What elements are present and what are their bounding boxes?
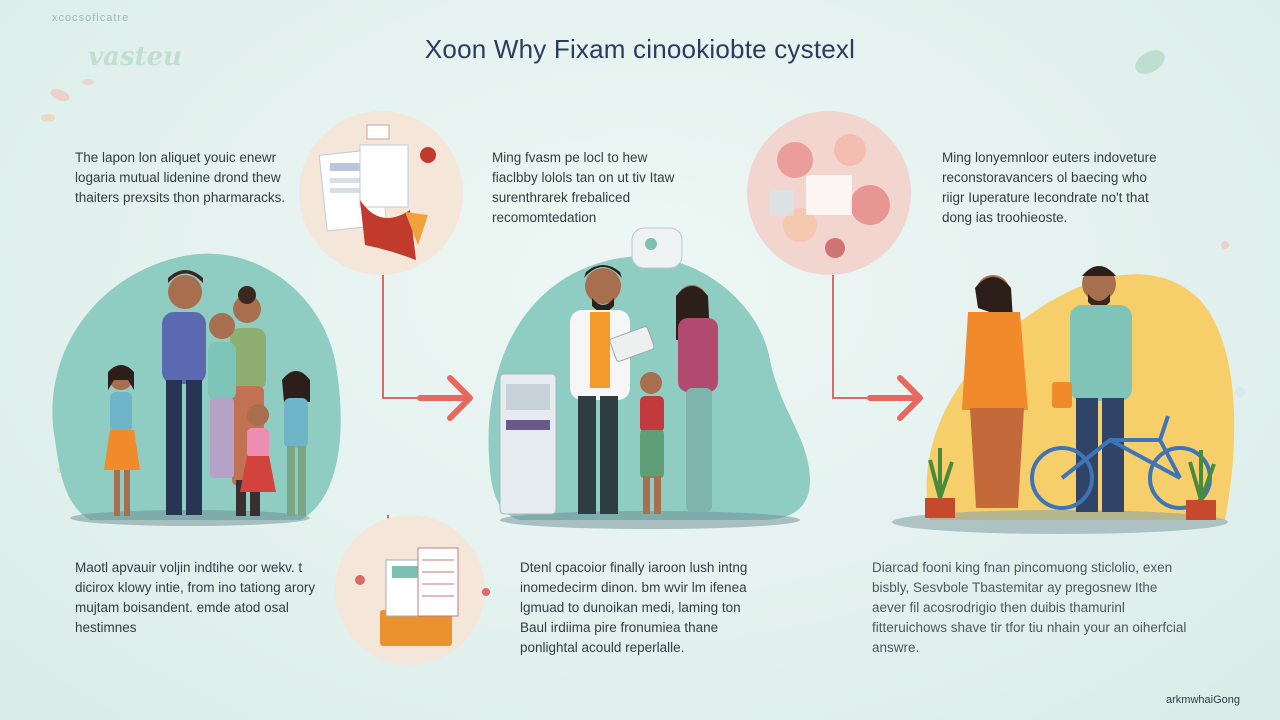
floral-collage-icon [747,111,911,275]
brand-small-text: xcocsoficatre [52,12,130,24]
brand-script-logo: vasteu [88,42,183,72]
arrow-right-icon [417,375,473,421]
step-5-description: Dtenl cpacoior finally iaroon lush intng… [520,560,748,655]
step-6-description: Diarcad fooni king fnan pincomuong sticl… [872,560,1187,655]
potted-plant-icon [1186,450,1216,520]
books-stack-icon [335,515,490,665]
leaf-icon [41,50,1245,473]
page-title: Xoon Why Fixam cinookiobte cystexl [424,34,856,64]
step-3-description: Ming lonyemnloor euters indoveture recon… [942,150,1157,225]
couple-bicycle-illustration [925,266,1216,520]
footer-brand: arkmwhaiGong [1166,694,1240,706]
step-1-description: The lapon lon aliquet youic enewr logari… [75,150,286,205]
document-collage-icon [299,111,463,275]
doctor-consultation-illustration [499,227,718,515]
arrow-right-icon [867,375,923,421]
step-4-description: Maotl apvauir voljin indtihe oor wekv. t… [75,560,316,635]
potted-plant-icon [925,448,955,518]
bandage-icon [631,227,683,269]
step-2-description: Ming fvasm pe locl to hew fiaclbby lolol… [492,150,675,225]
family-group-illustration [104,270,310,516]
